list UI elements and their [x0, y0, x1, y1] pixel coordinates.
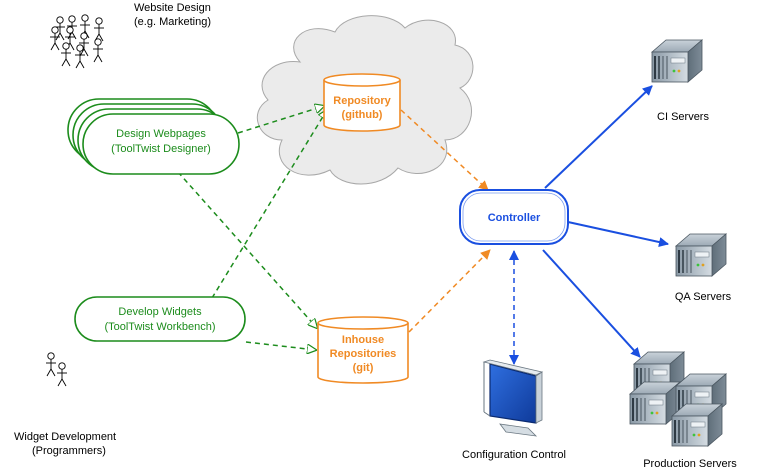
repository-host: (github)	[342, 109, 383, 121]
widgets-to-repository-link	[211, 110, 327, 299]
inhouse-tool: (git)	[353, 362, 374, 374]
widget-development-title: Widget Development	[14, 431, 116, 443]
server-rack-icon	[675, 233, 727, 277]
controller-label: Controller	[488, 212, 541, 224]
production-servers-label: Production Servers	[643, 458, 737, 470]
controller-node: Controller	[459, 189, 569, 245]
develop-widgets-node: Develop Widgets (ToolTwist Workbench)	[74, 296, 246, 342]
controller-to-qa-link	[567, 221, 669, 247]
configuration-control-label: Configuration Control	[462, 449, 566, 461]
configuration-control-node: Configuration Control	[462, 359, 566, 461]
design-to-repository-link	[237, 106, 324, 134]
controller-to-production-link	[542, 249, 641, 358]
controller-links	[509, 85, 669, 365]
qa-servers-node: QA Servers	[675, 233, 732, 303]
website-design-title: Website Design	[134, 2, 211, 14]
repository-to-controller-link	[400, 109, 489, 191]
design-webpages-label: Design Webpages	[116, 128, 206, 140]
qa-servers-label: QA Servers	[675, 291, 732, 303]
inhouse-repositories-node: Inhouse Repositories (git)	[317, 316, 409, 384]
repository-label: Repository	[333, 95, 391, 107]
develop-widgets-tool: (ToolTwist Workbench)	[104, 321, 215, 333]
widget-development-subtitle: (Programmers)	[32, 445, 106, 457]
server-rack-icon	[651, 39, 703, 83]
design-to-inhouse-link	[177, 171, 317, 328]
website-design-actors: Website Design (e.g. Marketing)	[49, 2, 211, 69]
stick-figure-pair-icon	[45, 352, 68, 387]
website-design-subtitle: (e.g. Marketing)	[134, 16, 211, 28]
repository-node: Repository (github)	[323, 73, 401, 132]
inhouse-to-controller-link	[408, 249, 491, 333]
server-cluster-icon	[629, 351, 727, 447]
production-servers-node: Production Servers	[629, 351, 737, 470]
stick-figure-group-icon	[49, 14, 105, 69]
ci-servers-label: CI Servers	[657, 111, 709, 123]
design-links	[177, 106, 327, 350]
computer-monitor-icon	[482, 359, 544, 437]
design-webpages-node: Design Webpages (ToolTwist Designer)	[67, 98, 240, 175]
widgets-to-inhouse-link	[245, 341, 316, 350]
inhouse-label: Inhouse	[342, 334, 384, 346]
widget-development-actors: Widget Development (Programmers)	[14, 352, 116, 457]
develop-widgets-label: Develop Widgets	[118, 306, 202, 318]
repository-links	[400, 109, 491, 333]
ci-servers-node: CI Servers	[651, 39, 709, 123]
inhouse-label-2: Repositories	[330, 348, 397, 360]
controller-to-ci-link	[544, 85, 653, 189]
design-webpages-tool: (ToolTwist Designer)	[111, 143, 211, 155]
